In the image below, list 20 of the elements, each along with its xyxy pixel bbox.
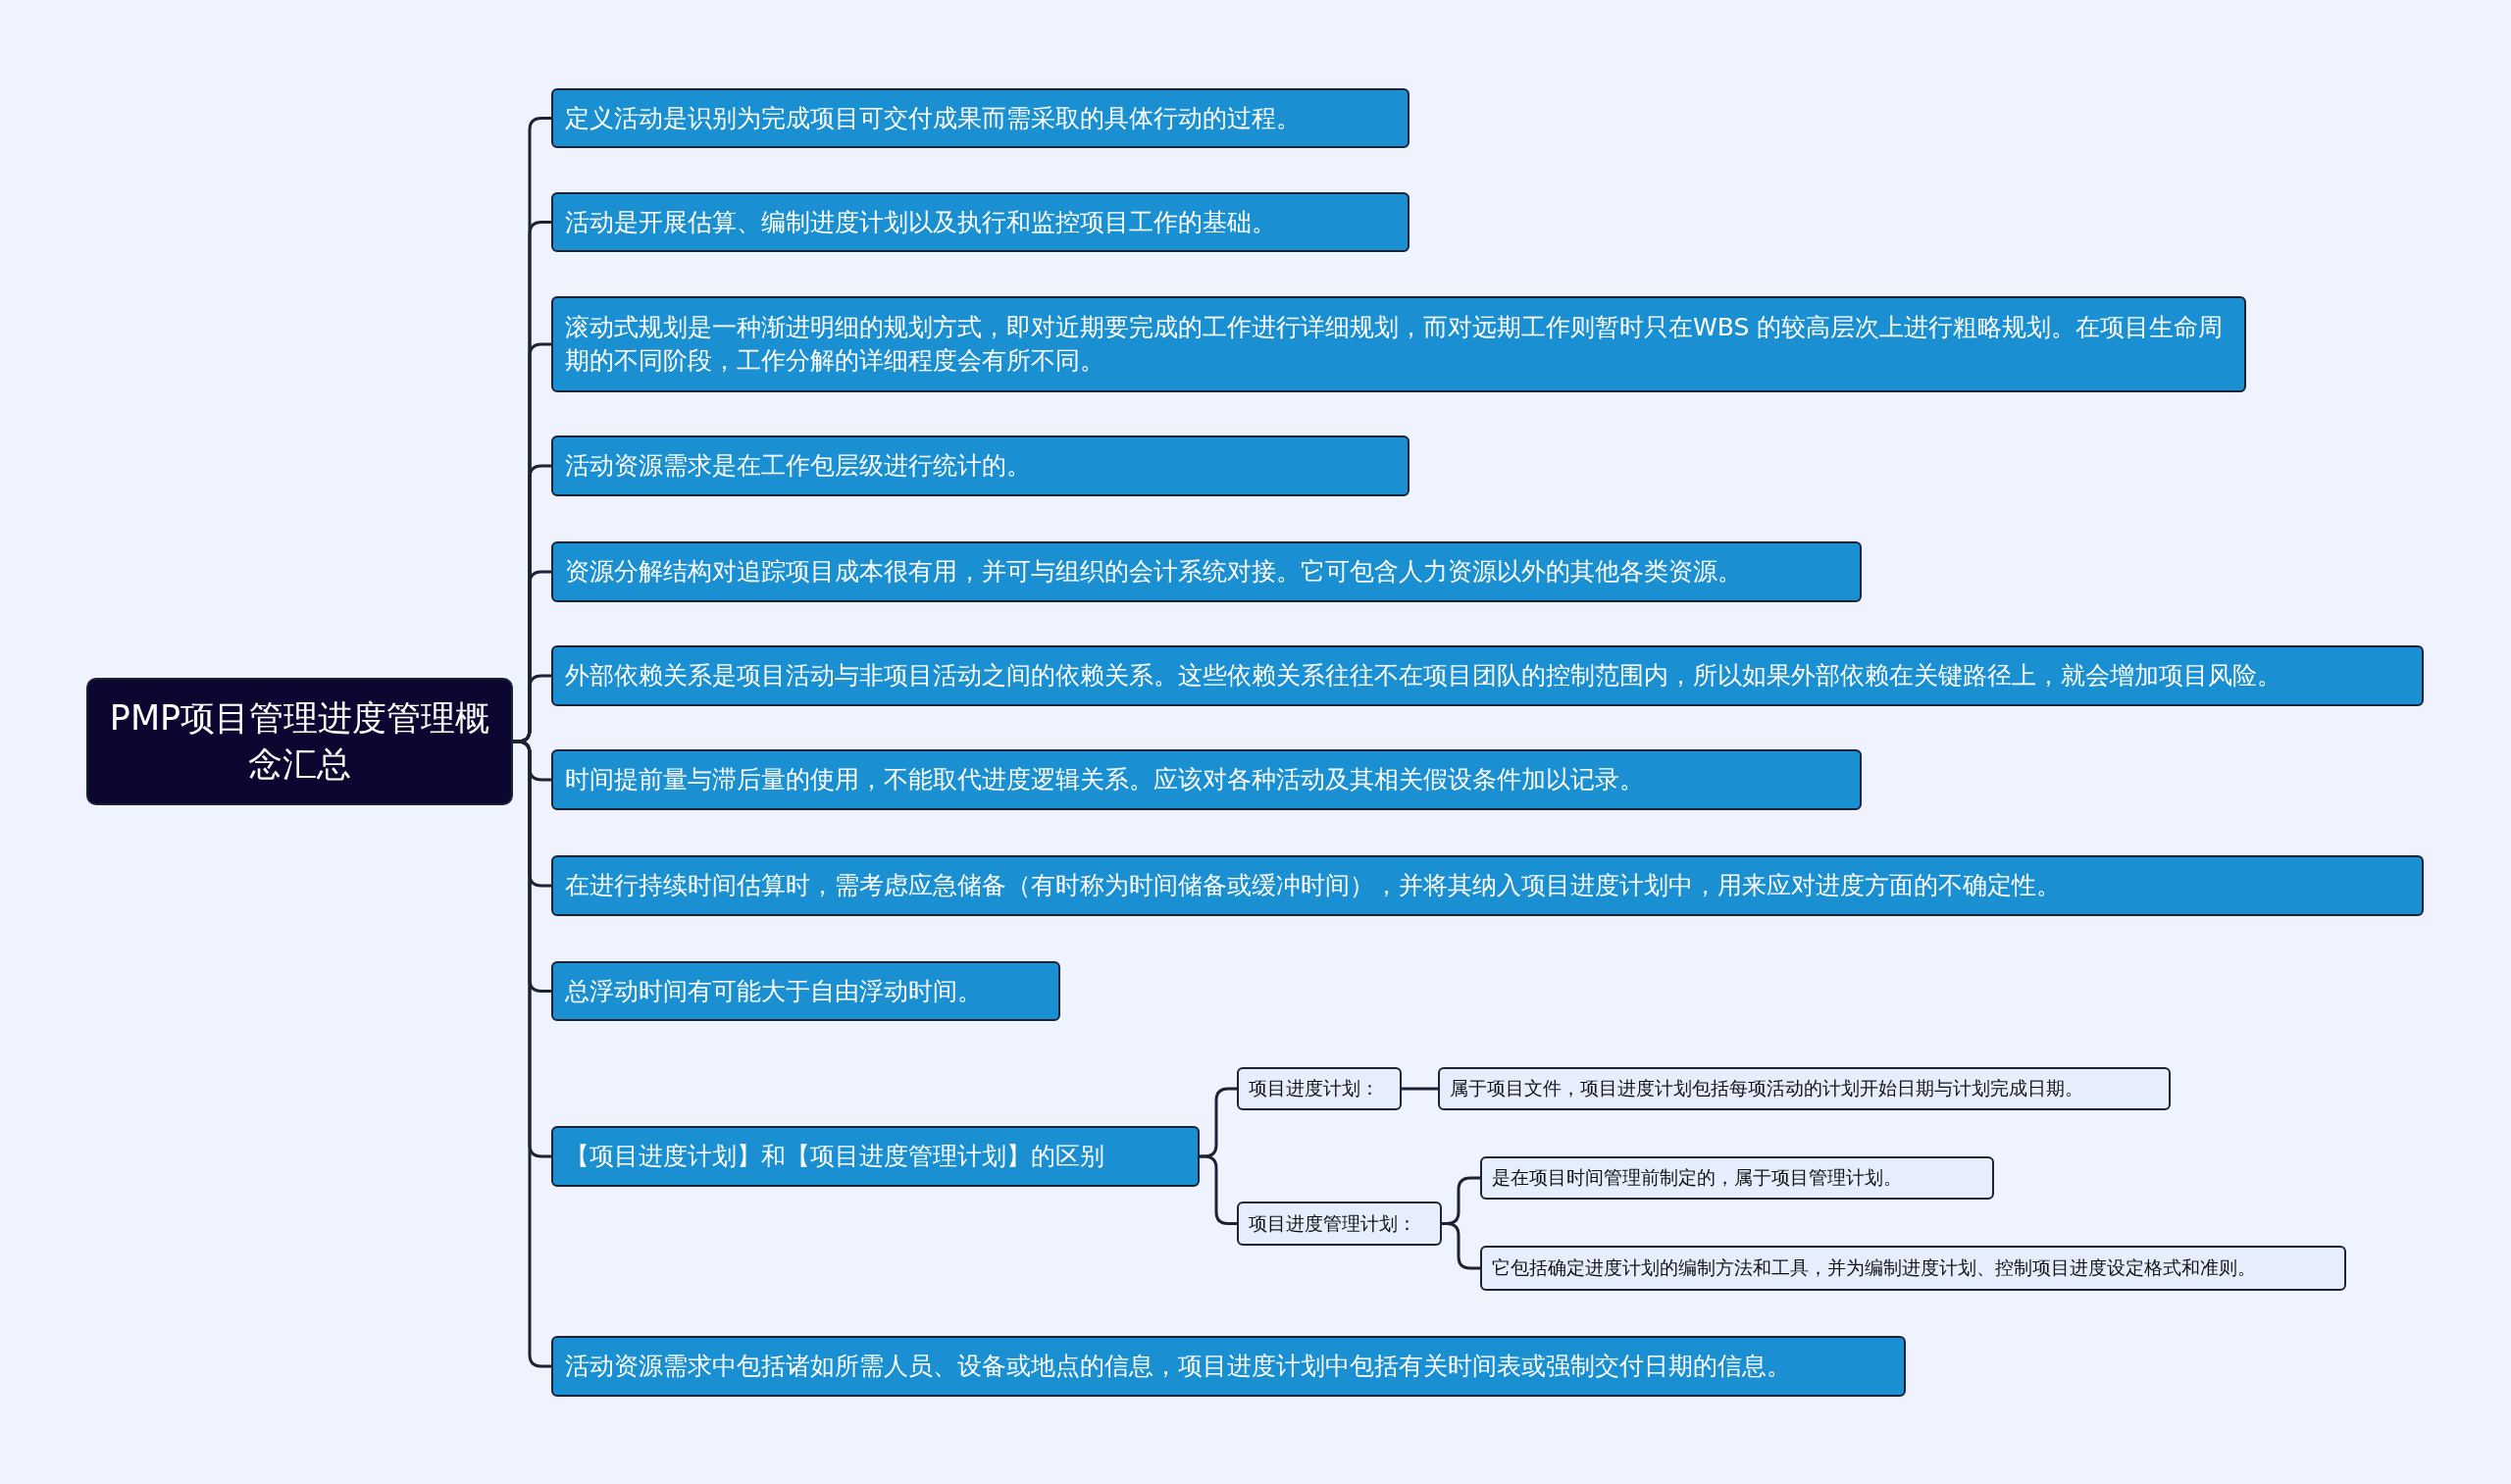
topic-box: 【项目进度计划】和【项目进度管理计划】的区别 <box>551 1126 1200 1187</box>
subtopic-box: 它包括确定进度计划的编制方法和工具，并为编制进度计划、控制项目进度设定格式和准则。 <box>1480 1246 2346 1291</box>
subtopic-box: 项目进度管理计划： <box>1237 1202 1442 1246</box>
subtopic-box: 项目进度计划： <box>1237 1067 1402 1110</box>
topic-box: 总浮动时间有可能大于自由浮动时间。 <box>551 961 1060 1021</box>
topic-box: 定义活动是识别为完成项目可交付成果而需采取的具体行动的过程。 <box>551 88 1409 148</box>
topic-box: 外部依赖关系是项目活动与非项目活动之间的依赖关系。这些依赖关系往往不在项目团队的控制范围内，所以如果外部依赖在关键路径上，就会增加项目风险。 <box>551 645 2424 706</box>
connector-line <box>1402 1087 1438 1091</box>
root-topic-box: PMP项目管理进度管理概念汇总 <box>86 678 513 805</box>
subtopic-box: 属于项目文件，项目进度计划包括每项活动的计划开始日期与计划完成日期。 <box>1438 1067 2171 1110</box>
topic-box: 活动资源需求是在工作包层级进行统计的。 <box>551 435 1409 496</box>
connector-line <box>1200 1154 1237 1225</box>
topic-box: 时间提前量与滞后量的使用，不能取代进度逻辑关系。应该对各种活动及其相关假设条件加以记录。 <box>551 749 1862 810</box>
connector-line <box>1442 1222 1480 1270</box>
topic-box: 活动是开展估算、编制进度计划以及执行和监控项目工作的基础。 <box>551 192 1409 252</box>
topic-box: 资源分解结构对追踪项目成本很有用，并可与组织的会计系统对接。它可包含人力资源以外的其他各类资源。 <box>551 541 1862 602</box>
topic-box: 滚动式规划是一种渐进明细的规划方式，即对近期要完成的工作进行详细规划，而对远期工作则暂时只在WBS 的较高层次上进行粗略规划。在项目生命周期的不同阶段，工作分解的详细程度会有所不同。 <box>551 296 2246 392</box>
topic-box: 活动资源需求中包括诸如所需人员、设备或地点的信息，项目进度计划中包括有关时间表或强制交付日期的信息。 <box>551 1336 1906 1397</box>
subtopic-box: 是在项目时间管理前制定的，属于项目管理计划。 <box>1480 1156 1994 1200</box>
topic-box: 在进行持续时间估算时，需考虑应急储备（有时称为时间储备或缓冲时间），并将其纳入项目进度计划中，用来应对进度方面的不确定性。 <box>551 855 2424 916</box>
